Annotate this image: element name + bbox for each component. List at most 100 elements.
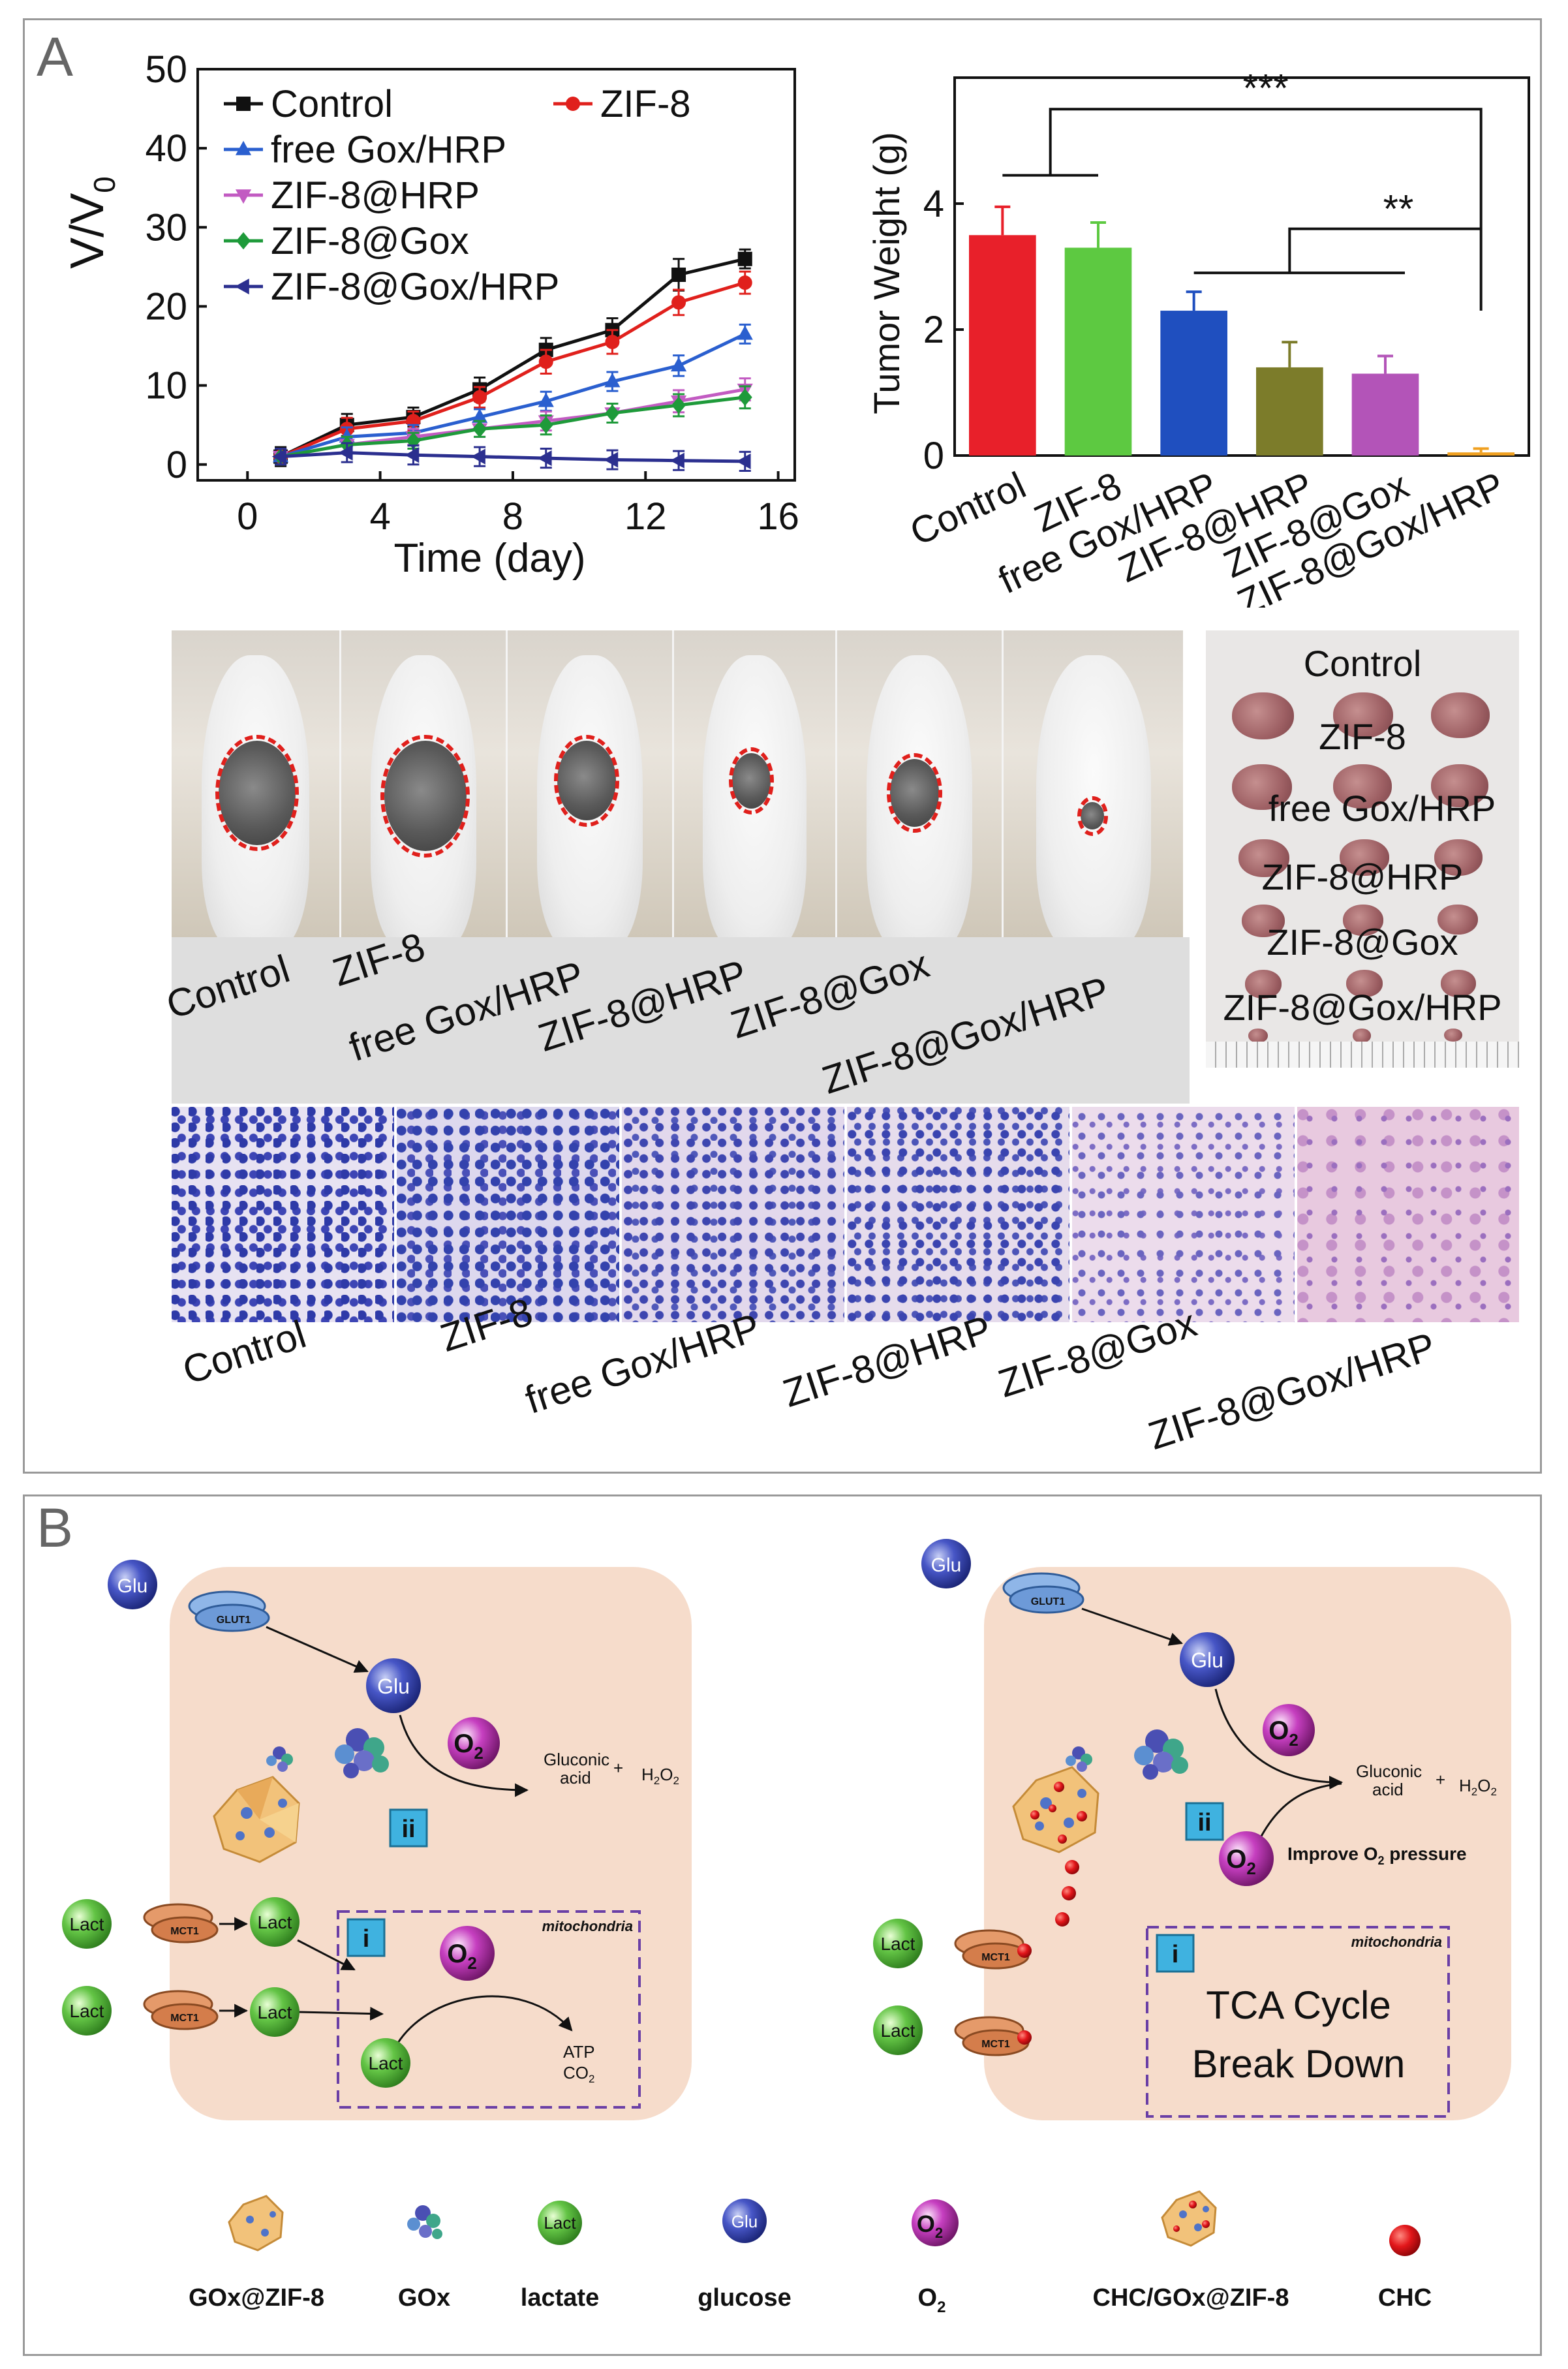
right-tca-line1: TCA Cycle [1206,1983,1391,2027]
legend-label-glucose: glucose [698,2284,792,2312]
left-lact-in-1: Lact [250,1897,300,1947]
legend-label: ZIF-8@Gox/HRP [271,266,559,308]
right-mct1-2: MCT1 [954,2016,1032,2056]
data-point [605,334,620,349]
chc-gox-zif8-icon [1161,2190,1217,2247]
histology-strip [172,1107,1519,1322]
svg-text:O2: O2 [1226,1845,1256,1878]
svg-text:Glu: Glu [1191,1649,1223,1672]
data-point [671,396,686,414]
legend-label: Control [271,83,393,125]
bar-chart-frame [953,76,1530,457]
mouse-photo-zif8-gox-hrp [1004,630,1183,937]
excised-label-zif8-gox: ZIF-8@Gox [1267,921,1458,963]
legend-label-chc-gox-zif8: CHC/GOx@ZIF-8 [1093,2284,1289,2312]
legend-entry: free Gox/HRP [224,129,506,171]
x-tick-label: 16 [757,495,799,538]
gox-icon [407,2205,442,2239]
series-line [280,257,746,458]
series-line [280,332,746,459]
data-point [538,354,553,369]
legend-marker [235,140,252,155]
left-gox-small [266,1746,293,1772]
left-glut1-transporter: GLUT1 [188,1590,270,1632]
data-point [538,392,554,407]
right-product-plus: + [1436,1770,1445,1789]
gox-zif8-icon [228,2195,284,2252]
svg-text:ii: ii [1197,1809,1211,1836]
svg-text:Lact: Lact [369,2053,403,2073]
legend-label: ZIF-8 [600,83,691,125]
histo-label-zif8-hrp: ZIF-8@HRP [777,1307,997,1416]
x-tick-label: 12 [624,495,667,538]
tumor-outline [728,747,775,814]
legend-entry: ZIF-8@HRP [224,174,480,217]
left-gox-zif8-particle [213,1776,300,1863]
svg-text:Lact: Lact [881,1934,915,1954]
svg-text:MCT1: MCT1 [981,1952,1010,1963]
histo-label-free-gox-hrp: free Gox/HRP [519,1305,765,1423]
bar [1256,367,1323,456]
data-point [604,373,621,388]
significance-line [1288,227,1481,273]
data-point [670,357,687,372]
y-tick-label: 10 [145,365,187,407]
svg-text:Lact: Lact [258,1912,292,1932]
y-tick-label: 2 [923,309,944,351]
right-gox-small [1066,1746,1092,1772]
right-product-acid: acid [1372,1780,1404,1799]
histology-zif8-hrp [847,1107,1072,1322]
svg-text:Glu: Glu [117,1575,148,1597]
legend-entry: ZIF-8 [553,83,691,125]
bar [1160,311,1227,456]
legend-label-chc: CHC [1378,2284,1432,2312]
ruler [1206,1042,1519,1068]
left-co2: CO2 [563,2063,594,2085]
bar [1447,452,1514,456]
mouse-photo-strip [172,630,1190,937]
tumor-outline [886,753,943,833]
left-lact-out-1: Lact [62,1899,112,1949]
series-line [280,451,745,463]
left-mitochondria-box [337,1910,641,2109]
left-mct1-2: MCT1 [143,1990,219,2030]
data-point [537,450,552,467]
x-tick-label: 8 [502,495,523,538]
right-label-ii: ii [1185,1802,1224,1841]
mouse-photo-zif8 [341,630,508,937]
y-tick-label: 50 [145,48,187,91]
legend-label: ZIF-8@Gox [271,220,469,262]
x-axis-label: Time (day) [394,536,586,581]
lactate-icon: Lact [538,2201,582,2245]
right-mitochondria-box [1146,1926,1450,2118]
right-mct1-1: MCT1 [954,1929,1032,1970]
y-tick-label: 4 [923,183,944,225]
histology-zif8 [397,1107,622,1322]
svg-text:O2: O2 [453,1729,484,1763]
tumor-outline [215,734,300,852]
svg-text:Lact: Lact [70,2001,104,2021]
data-point [405,447,420,463]
left-mct1-1: MCT1 [143,1903,219,1943]
svg-text:GLUT1: GLUT1 [1031,1596,1066,1607]
svg-text:Glu: Glu [731,2212,758,2231]
excised-label-zif8-gox-hrp: ZIF-8@Gox/HRP [1223,987,1502,1028]
svg-text:i: i [363,1925,370,1953]
legend-label: ZIF-8@HRP [271,174,480,217]
svg-text:O2: O2 [1268,1716,1299,1750]
tumor-outline [1077,796,1108,836]
right-o2-bottom: O2 [1219,1831,1274,1886]
data-point [671,295,686,310]
left-product-gluconic: Gluconic [544,1750,609,1769]
right-product-h2o2: H2O2 [1459,1776,1497,1798]
x-tick-label: 0 [237,495,258,538]
left-mito-o2: O2 [440,1926,495,1981]
y-axis-label: Tumor Weight (g) [866,132,907,414]
mouse-photo-zif8-hrp [674,630,837,937]
left-product-plus: + [613,1758,623,1778]
svg-text:MCT1: MCT1 [170,1926,199,1937]
mouse-photo-control [172,630,341,937]
tumor-outline [380,734,470,858]
right-chc-released [1055,1860,1079,1927]
